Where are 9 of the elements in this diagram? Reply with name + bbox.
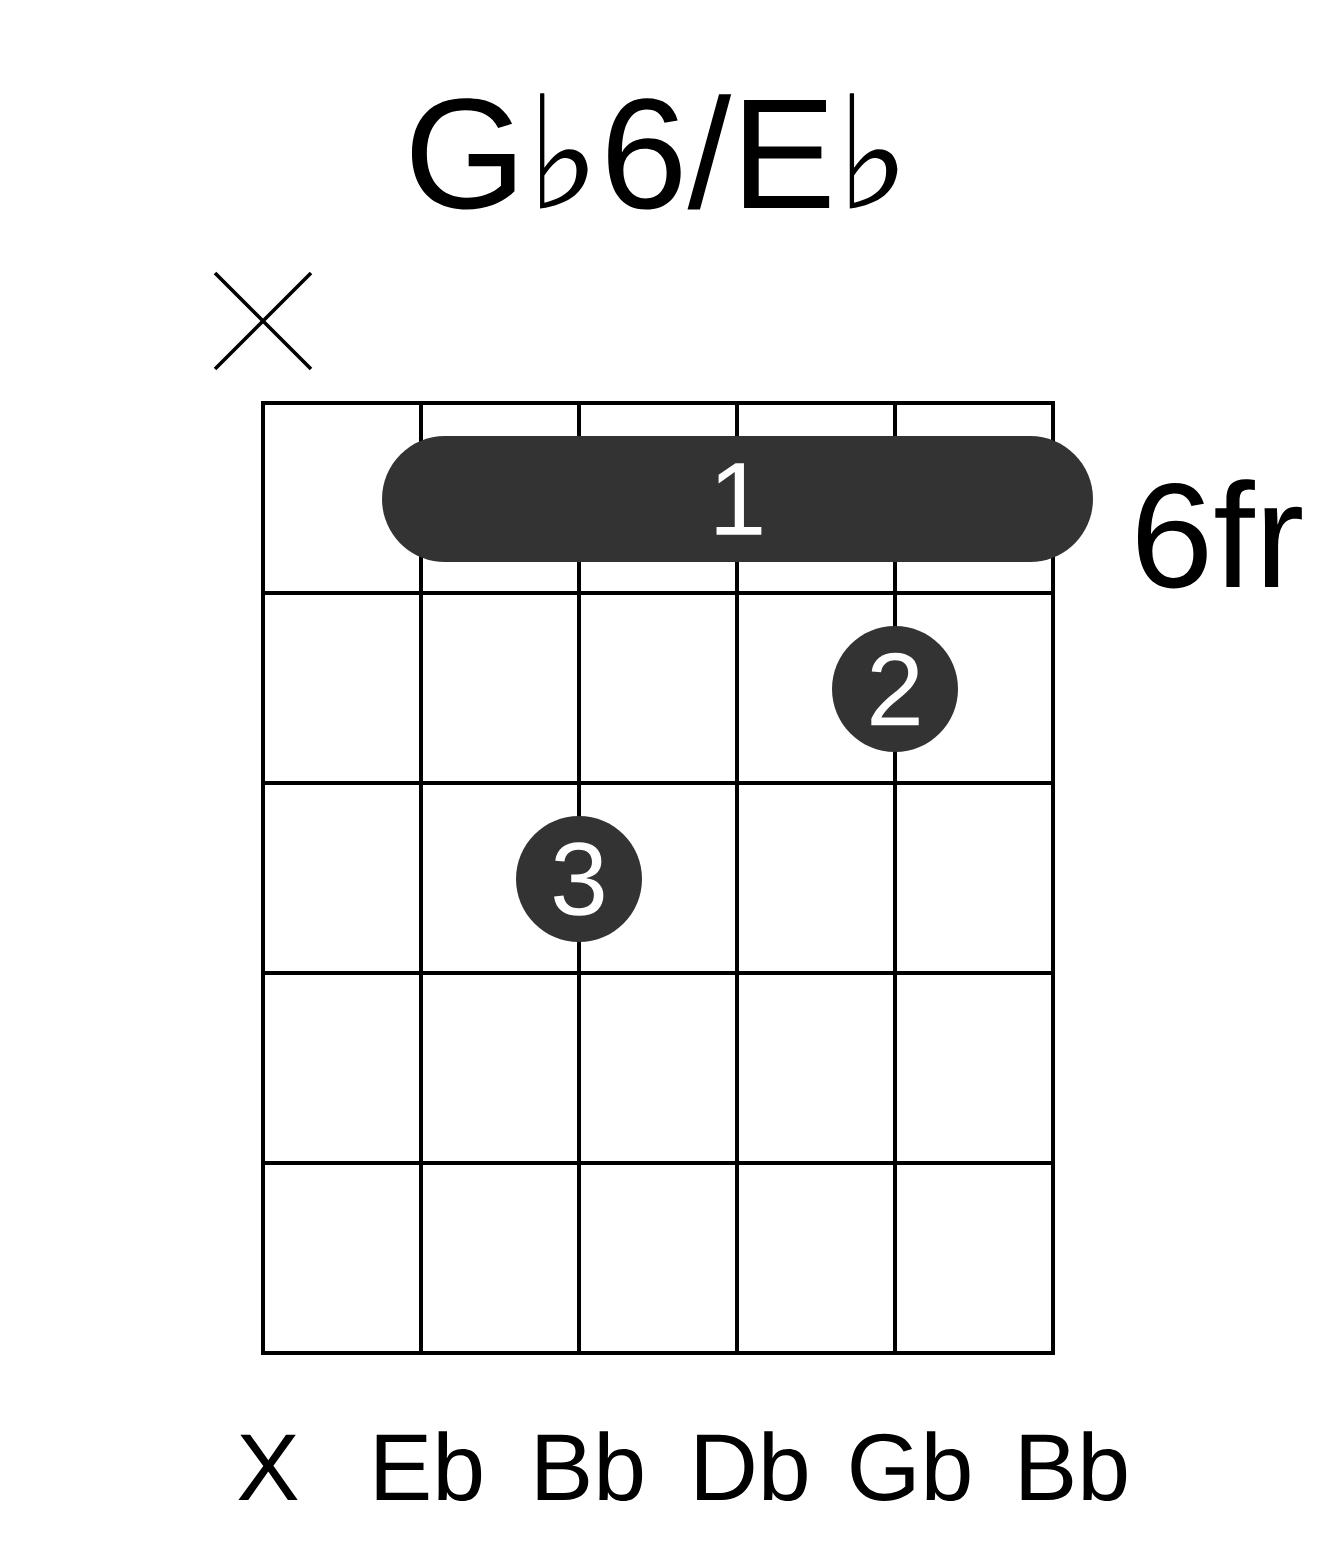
finger-barre: 1 bbox=[382, 436, 1093, 562]
string-note: Eb bbox=[376, 1431, 482, 1501]
string-note: Db bbox=[697, 1431, 807, 1501]
string-note: X bbox=[238, 1434, 298, 1500]
chord-title: G♭6/E♭ bbox=[411, 93, 898, 210]
fret-number: 6fr bbox=[1137, 479, 1302, 589]
string-note: Gb bbox=[851, 1431, 970, 1501]
string-note: Bb bbox=[1021, 1431, 1127, 1501]
string-note: Bb bbox=[537, 1431, 643, 1501]
